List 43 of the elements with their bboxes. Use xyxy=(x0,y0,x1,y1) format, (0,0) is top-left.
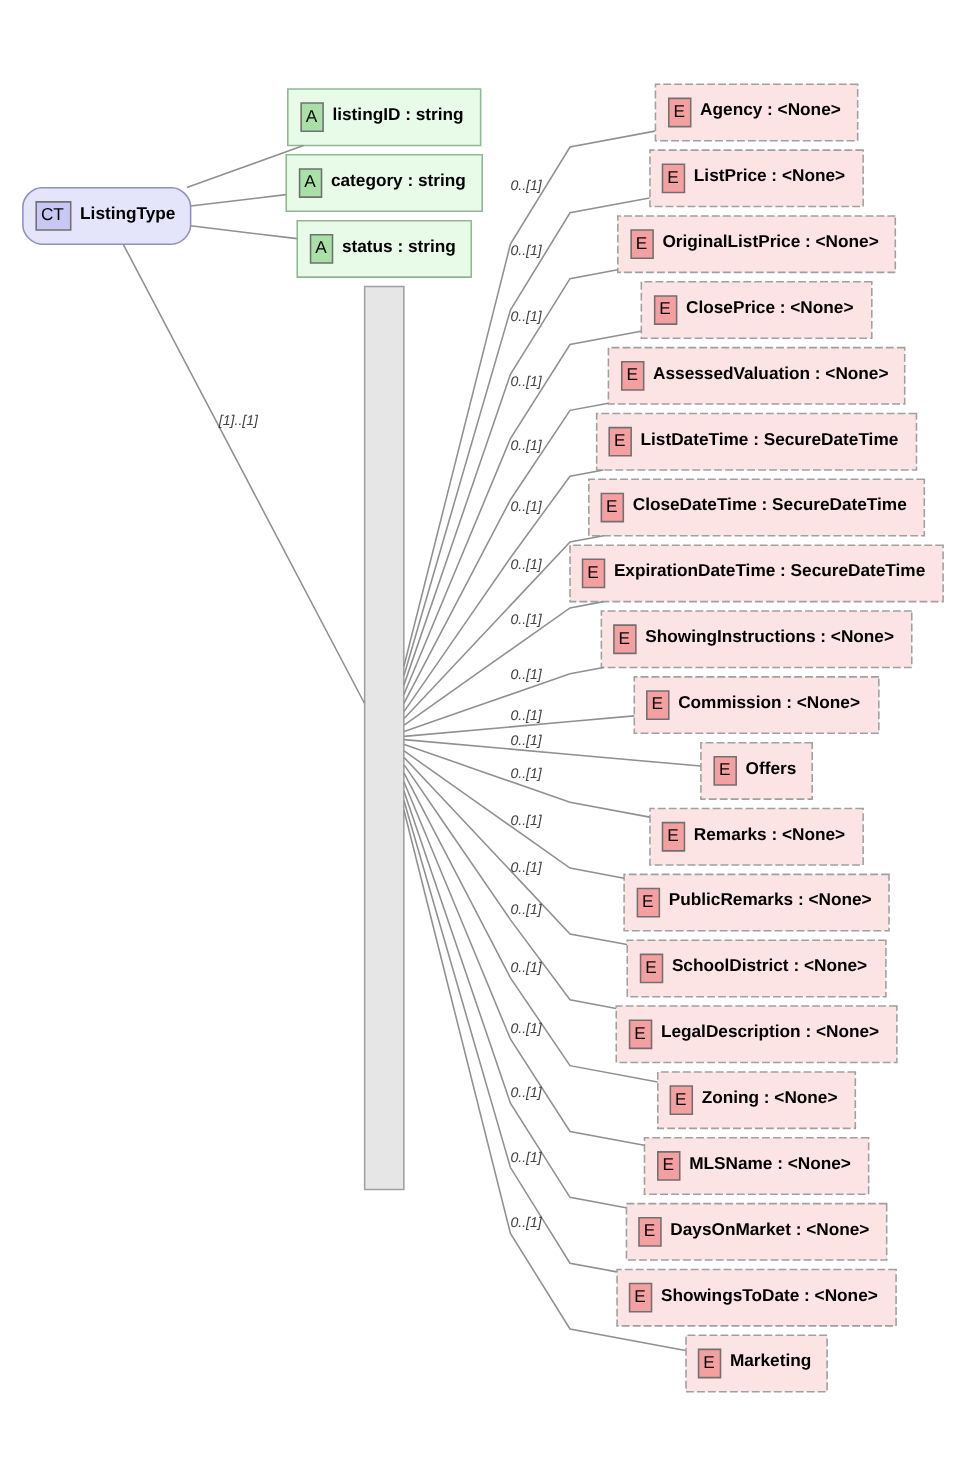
connector xyxy=(403,714,635,737)
node-box: A status : string xyxy=(296,218,473,277)
node-box: E ListPrice : <None> xyxy=(649,148,864,207)
node-box: E AssessedValuation : <None> xyxy=(607,345,906,404)
node-box: E Agency : <None> xyxy=(654,82,859,141)
connector xyxy=(403,737,702,766)
node-box: E Zoning : <None> xyxy=(657,1070,857,1129)
node-box: E ShowingsToDate : <None> xyxy=(616,1267,897,1326)
connector xyxy=(403,599,605,725)
connector xyxy=(403,780,645,1146)
node-box: E ClosePrice : <None> xyxy=(640,280,873,339)
node-box: A listingID : string xyxy=(287,87,482,146)
node-box: E DaysOnMarket : <None> xyxy=(625,1201,888,1260)
node-box: E LegalDescription : <None> xyxy=(615,1004,898,1063)
node-box: E SchoolDistrict : <None> xyxy=(626,938,887,997)
connector xyxy=(122,243,366,704)
connector xyxy=(189,192,287,206)
connector xyxy=(403,755,628,945)
connector xyxy=(403,665,605,732)
node-box: E ExpirationDateTime : SecureDateTime xyxy=(569,543,944,602)
node-box: E PublicRemarks : <None> xyxy=(623,872,890,931)
node-box: E Commission : <None> xyxy=(633,675,880,734)
connector xyxy=(403,789,627,1208)
connector xyxy=(403,196,651,676)
connector xyxy=(403,268,619,685)
node-box: E OriginalListPrice : <None> xyxy=(617,214,897,273)
node-box: E MLSName : <None> xyxy=(643,1135,870,1194)
connector xyxy=(186,143,305,188)
node-box: CT ListingType xyxy=(22,185,192,244)
node-box: E Marketing xyxy=(685,1333,828,1392)
node-bar xyxy=(363,284,405,1190)
connector xyxy=(403,742,651,817)
connector xyxy=(403,749,625,878)
node-box: E Remarks : <None> xyxy=(649,806,864,865)
node-box: E Offers xyxy=(700,740,813,799)
node-box: E ListDateTime : SecureDateTime xyxy=(595,411,918,470)
node-box: E ShowingInstructions : <None> xyxy=(600,609,913,668)
connector xyxy=(403,763,617,1009)
connector xyxy=(403,798,618,1272)
connector xyxy=(189,224,298,239)
node-box: A category : string xyxy=(285,153,483,212)
connector xyxy=(403,401,610,704)
node-box: E CloseDateTime : SecureDateTime xyxy=(588,477,926,536)
